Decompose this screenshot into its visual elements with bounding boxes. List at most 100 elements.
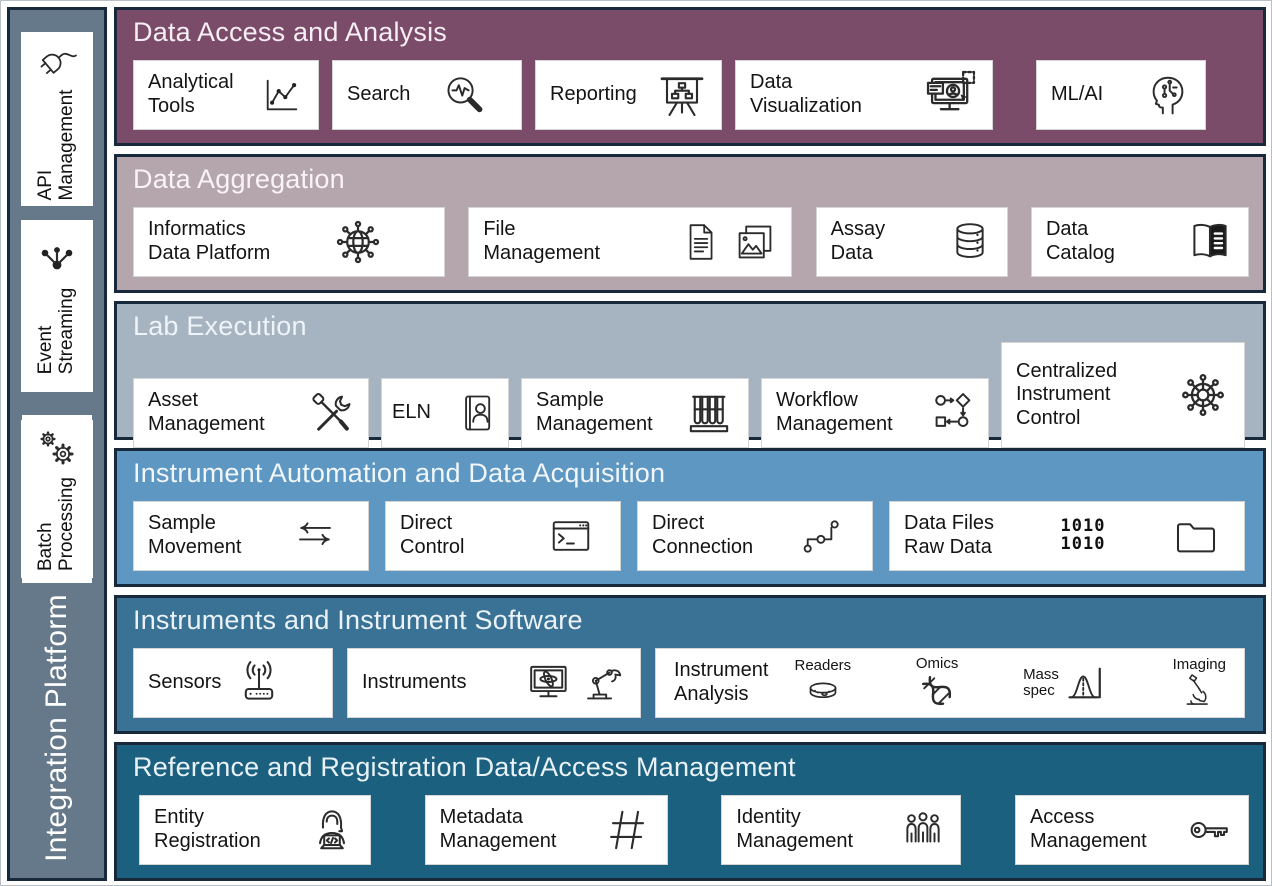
sidebar-item-api-management: API Management	[21, 32, 93, 206]
card-entity-registration: Entity Registration	[139, 795, 371, 865]
band-title: Instruments and Instrument Software	[133, 605, 583, 635]
card-label: Direct Control	[400, 512, 465, 558]
card-label: Asset Management	[148, 389, 265, 436]
bidirectional-arrows-icon	[299, 522, 331, 546]
card-label: ML/AI	[1051, 83, 1104, 106]
card-sensors: Sensors	[133, 648, 333, 718]
card-reporting: Reporting	[535, 60, 722, 130]
card-access-management: Access Management	[1014, 795, 1249, 865]
card-label: Metadata Management	[439, 806, 557, 852]
hash-icon	[609, 810, 644, 850]
presentation-orgchart-icon	[660, 77, 704, 117]
card-label: Data Files Raw Data	[904, 512, 995, 558]
band-lab-execution: Lab Execution Asset Management ELN	[114, 301, 1266, 449]
band-title: Reference and Registration Data/Access M…	[133, 752, 796, 782]
card-label: Data Catalog	[1045, 218, 1115, 264]
binary-text: 1010 1010	[1060, 516, 1106, 554]
document-icon	[689, 224, 713, 260]
crossed-tools-icon	[312, 393, 351, 431]
subitem-mass-spec: Mass spec	[1023, 661, 1108, 705]
key-icon	[1190, 822, 1228, 838]
card-label: Sample Management	[536, 389, 653, 436]
card-metadata-management: Metadata Management	[424, 795, 668, 865]
card-label: Assay Data	[830, 218, 886, 264]
card-label: Direct Connection	[652, 512, 754, 558]
ship-wheel-icon	[1182, 374, 1224, 417]
band-data-aggregation: Data Aggregation Informatics Data Platfo…	[114, 154, 1266, 293]
event-network-icon	[41, 246, 73, 270]
card-instrument-analysis: Instrument Analysis Readers	[655, 648, 1245, 718]
card-direct-connection: Direct Connection	[637, 501, 873, 571]
card-label: Analytical Tools	[148, 71, 234, 117]
photos-icon	[738, 225, 772, 259]
ai-head-icon	[1152, 76, 1184, 115]
sidebar-item-label: Event Streaming	[35, 287, 77, 375]
monitor-user-icon	[926, 70, 976, 111]
microscope-icon	[1186, 674, 1209, 706]
subitem-label: Imaging	[1172, 655, 1226, 673]
folder-icon	[1176, 523, 1216, 553]
sidebar-item-batch-processing: Batch Processing	[21, 415, 93, 583]
card-label: Search	[347, 83, 411, 106]
sidebar-title-label: Integration Platform	[40, 594, 73, 862]
sidebar-item-event-streaming: Event Streaming	[21, 220, 93, 392]
card-search: Search	[332, 60, 522, 130]
card-data-files-raw-data: Data Files Raw Data 1010 1010	[889, 501, 1245, 571]
card-label: Data Visualization	[750, 71, 862, 117]
card-sample-management: Sample Management	[521, 378, 749, 449]
card-workflow-management: Workflow Management	[761, 378, 989, 449]
sidebar-item-label: API Management	[35, 89, 77, 201]
card-label: Informatics Data Platform	[148, 218, 271, 264]
petri-dish-icon	[809, 682, 837, 699]
band-data-access-and-analysis: Data Access and Analysis Analytical Tool…	[114, 7, 1266, 146]
card-label: Sensors	[148, 671, 222, 694]
card-asset-management: Asset Management	[133, 378, 369, 449]
card-label: Entity Registration	[154, 806, 261, 852]
three-people-icon	[906, 812, 940, 843]
band-instrument-automation: Instrument Automation and Data Acquisiti…	[114, 448, 1266, 587]
band-title: Data Aggregation	[133, 164, 345, 194]
plug-icon	[40, 52, 77, 74]
globe-network-icon	[336, 220, 380, 264]
card-analytical-tools: Analytical Tools	[133, 60, 319, 130]
subitem-label: Readers	[794, 656, 852, 674]
mass-spec-peak-icon	[1068, 667, 1101, 699]
card-label: Instrument Analysis	[674, 659, 769, 705]
card-sample-movement: Sample Movement	[133, 501, 369, 571]
card-ml-ai: ML/AI	[1036, 60, 1206, 130]
band-title: Data Access and Analysis	[133, 17, 447, 47]
card-label: File Management	[483, 218, 601, 264]
gears-icon	[40, 431, 74, 465]
subitem-readers: Readers	[794, 656, 852, 709]
card-assay-data: Assay Data	[815, 207, 1008, 277]
flowchart-icon	[935, 393, 971, 428]
card-file-management: File Management	[468, 207, 793, 277]
card-label: Workflow Management	[776, 389, 893, 436]
sidebar-item-label: Batch Processing	[35, 477, 77, 571]
band-instruments-software: Instruments and Instrument Software Sens…	[114, 595, 1266, 734]
card-eln: ELN	[381, 378, 509, 449]
open-book-icon	[1193, 223, 1227, 258]
card-label: ELN	[392, 401, 431, 424]
sidebar-title: Integration Platform	[10, 578, 104, 878]
card-label: Instruments	[362, 671, 467, 694]
connected-nodes-icon	[803, 520, 839, 553]
card-direct-control: Direct Control	[385, 501, 621, 571]
subitem-label: Mass spec	[1023, 666, 1059, 699]
person-laptop-icon	[318, 810, 346, 850]
card-label: Reporting	[550, 83, 637, 106]
card-label: Centralized Instrument Control	[1016, 359, 1118, 429]
dna-icon	[922, 676, 952, 706]
band-title: Instrument Automation and Data Acquisiti…	[133, 458, 666, 488]
card-label: Identity Management	[736, 806, 854, 852]
card-identity-management: Identity Management	[721, 795, 962, 865]
card-label: Sample Movement	[148, 512, 242, 558]
band-title: Lab Execution	[133, 311, 307, 341]
card-data-catalog: Data Catalog	[1030, 207, 1249, 277]
card-centralized-instrument-control: Centralized Instrument Control	[1001, 342, 1245, 449]
subitem-imaging: Imaging	[1172, 655, 1226, 710]
notebook-person-icon	[465, 395, 491, 431]
antenna-icon	[245, 661, 274, 700]
terminal-icon	[552, 521, 590, 551]
